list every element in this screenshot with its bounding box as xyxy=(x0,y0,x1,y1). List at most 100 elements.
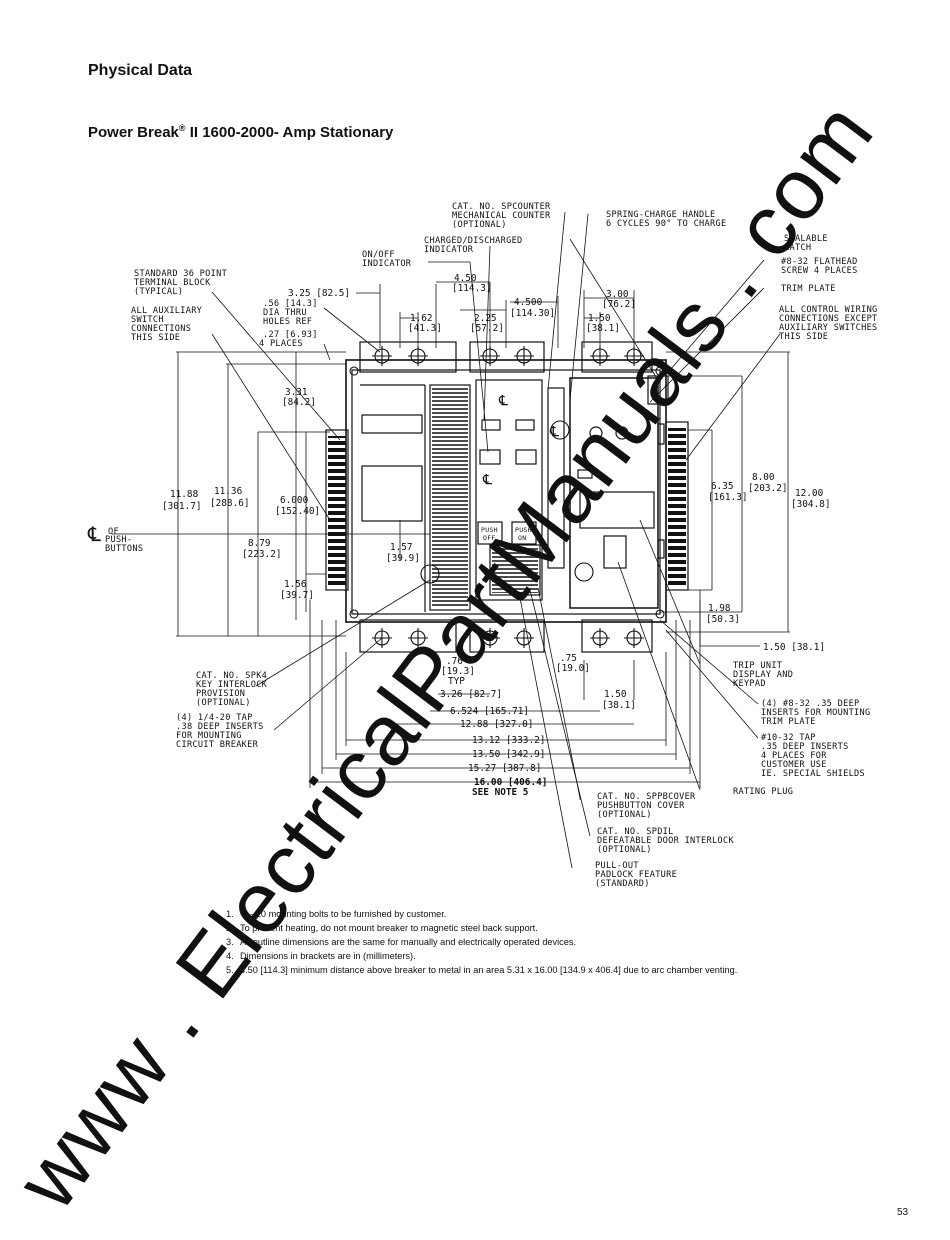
spring-charge-handle xyxy=(547,387,565,569)
note-3: 3.All outline dimensions are the same fo… xyxy=(226,937,577,947)
dim-4-500: 4.500 xyxy=(514,297,543,308)
note-4: 4.Dimensions in brackets are in (millime… xyxy=(226,951,416,961)
latch-bar xyxy=(657,423,665,445)
dim-1-62-mm: [41.3] xyxy=(408,323,442,334)
dim-1-57: 1.57 xyxy=(390,542,413,553)
svg-text:(STANDARD): (STANDARD) xyxy=(595,879,650,889)
svg-text:#8-32 FLATHEAD: #8-32 FLATHEAD xyxy=(781,257,858,267)
dim-6-35-mm: [161.3] xyxy=(708,492,748,503)
callout-spring-charge-handle: SPRING-CHARGE HANDLE 6 CYCLES 90° TO CHA… xyxy=(606,210,726,229)
terminal-block-right xyxy=(665,421,689,591)
dim-0-76: .76 xyxy=(446,656,463,667)
callout-flathead-screw: #8-32 FLATHEAD SCREW 4 PLACES xyxy=(781,257,858,276)
left-window-bottom xyxy=(361,465,423,522)
trip-unit-display xyxy=(579,491,655,529)
svg-text:RATING PLUG: RATING PLUG xyxy=(733,787,793,797)
top-terminal-tab-left xyxy=(359,341,457,373)
vent-hatch-left xyxy=(432,387,468,608)
product-title: Power Break® II 1600-2000- Amp Stationar… xyxy=(88,123,393,141)
left-window-top xyxy=(361,414,423,434)
dim-12-00-mm: [304.8] xyxy=(791,499,831,510)
callout-pushbuttons: OF PUSH- BUTTONS xyxy=(105,527,143,554)
svg-text:#10-32 TAP: #10-32 TAP xyxy=(761,733,816,743)
dim-1-62: 1.62 xyxy=(410,313,433,324)
svg-text:AUXILIARY SWITCHES: AUXILIARY SWITCHES xyxy=(779,323,878,333)
dim-1-98: 1.98 xyxy=(708,603,731,614)
dimension-labels: 3.25 [82.5] 4.50 [114.3] 3.00 [76.2] 4.5… xyxy=(162,273,831,798)
latch-bar-lower xyxy=(657,539,665,559)
svg-text:PROVISION: PROVISION xyxy=(196,689,245,699)
dim-2-25-mm: [57.2] xyxy=(470,323,504,334)
dim-11-36: 11.36 xyxy=(214,486,243,497)
breaker-frame-inner xyxy=(351,369,661,615)
trip-unit-led xyxy=(577,469,593,479)
dim-1-56-mm: [39.7] xyxy=(280,590,314,601)
svg-text:CIRCUIT BREAKER: CIRCUIT BREAKER xyxy=(176,740,259,750)
svg-text:CAT. NO. SPK4: CAT. NO. SPK4 xyxy=(196,671,267,681)
charge-window-right xyxy=(515,449,537,465)
svg-text:PUSH-: PUSH- xyxy=(105,535,132,545)
svg-text:DISPLAY AND: DISPLAY AND xyxy=(733,670,793,680)
dim-see-note-5: SEE NOTE 5 xyxy=(472,787,529,798)
dim-1-50-bottom-mm: [38.1] xyxy=(602,700,636,711)
dim-1-50-bottom: 1.50 xyxy=(604,689,627,700)
dim-4-500-mm: [114.30] xyxy=(510,308,555,319)
svg-text:FOR MOUNTING: FOR MOUNTING xyxy=(176,731,242,741)
svg-text:SPRING-CHARGE HANDLE: SPRING-CHARGE HANDLE xyxy=(606,210,715,220)
svg-text:.56 [14.3]: .56 [14.3] xyxy=(263,299,318,309)
svg-text:PUSHBUTTON COVER: PUSHBUTTON COVER xyxy=(597,801,685,811)
callout-holes: .56 [14.3] DIA THRU HOLES REF xyxy=(263,299,318,327)
callout-spk4: CAT. NO. SPK4 KEY INTERLOCK PROVISION (O… xyxy=(196,671,267,708)
dim-0-76-mm: [19.3] xyxy=(441,666,475,677)
dim-3-25: 3.25 [82.5] xyxy=(288,288,350,299)
dim-0-76-typ: TYP xyxy=(448,676,465,687)
svg-text:ALL CONTROL WIRING: ALL CONTROL WIRING xyxy=(779,305,878,315)
svg-text:ON/OFF: ON/OFF xyxy=(362,250,395,260)
dim-3-00: 3.00 xyxy=(606,289,629,300)
svg-text:CAT. NO. SPPBCOVER: CAT. NO. SPPBCOVER xyxy=(597,792,696,802)
onoff-indicator-window xyxy=(481,419,501,431)
dim-13-12: 13.12 [333.2] xyxy=(472,735,545,746)
svg-text:THIS SIDE: THIS SIDE xyxy=(131,333,180,343)
note-1: 1.¼ - 20 mounting bolts to be furnished … xyxy=(226,909,447,919)
svg-text:.27 [6.93]: .27 [6.93] xyxy=(263,330,318,340)
dim-11-88: 11.88 xyxy=(170,489,199,500)
svg-text:OF: OF xyxy=(108,527,119,537)
callout-charged-indicator: CHARGED/DISCHARGED INDICATOR xyxy=(424,236,522,255)
dim-1-98-mm: [50.3] xyxy=(706,614,740,625)
svg-text:SWITCH: SWITCH xyxy=(131,315,164,325)
push-on-label: PUSH ON xyxy=(515,526,532,542)
push-on-button xyxy=(511,521,537,545)
svg-text:INSERTS FOR MOUNTING: INSERTS FOR MOUNTING xyxy=(761,708,870,718)
dim-1-57-mm: [39.9] xyxy=(386,553,420,564)
svg-text:CUSTOMER USE: CUSTOMER USE xyxy=(761,760,827,770)
dim-1-56: 1.56 xyxy=(284,579,307,590)
note-5: 5.4.50 [114.3] minimum distance above br… xyxy=(226,965,738,975)
svg-text:(OPTIONAL): (OPTIONAL) xyxy=(597,845,652,855)
callout-sealable-latch: SEALABLE LATCH xyxy=(784,234,827,253)
dim-8-00: 8.00 xyxy=(752,472,775,483)
callout-terminal-block: STANDARD 36 POINT TERMINAL BLOCK (TYPICA… xyxy=(134,269,227,297)
charged-indicator-window xyxy=(479,449,501,465)
callout-control-wiring: ALL CONTROL WIRING CONNECTIONS EXCEPT AU… xyxy=(779,305,878,342)
dim-16-00: 16.00 [406.4] xyxy=(474,777,547,788)
svg-text:SCREW 4 PLACES: SCREW 4 PLACES xyxy=(781,266,858,276)
svg-text:IE. SPECIAL SHIELDS: IE. SPECIAL SHIELDS xyxy=(761,769,865,779)
svg-text:ON: ON xyxy=(518,534,526,542)
terminal-block-left xyxy=(325,429,349,591)
callout-trim-inserts: (4) #8-32 .35 DEEP INSERTS FOR MOUNTING … xyxy=(761,699,870,727)
dim-11-36-mm: [288.6] xyxy=(210,498,250,509)
product-title-rest: II 1600-2000- Amp Stationary xyxy=(185,124,394,141)
svg-text:TRIM PLATE: TRIM PLATE xyxy=(761,717,816,727)
svg-text:MECHANICAL COUNTER: MECHANICAL COUNTER xyxy=(452,211,551,221)
svg-text:DIA THRU: DIA THRU xyxy=(263,308,307,318)
bottom-terminal-tab-left xyxy=(359,619,457,653)
dim-13-50: 13.50 [342.9] xyxy=(472,749,545,760)
centerline-symbol: ℄ xyxy=(87,522,101,546)
push-off-label: PUSH OFF xyxy=(481,526,498,542)
rating-plug xyxy=(603,535,627,569)
callout-spcounter: CAT. NO. SPCOUNTER MECHANICAL COUNTER (O… xyxy=(452,202,551,230)
dim-12-00: 12.00 xyxy=(795,488,824,499)
svg-text:LATCH: LATCH xyxy=(784,243,811,253)
